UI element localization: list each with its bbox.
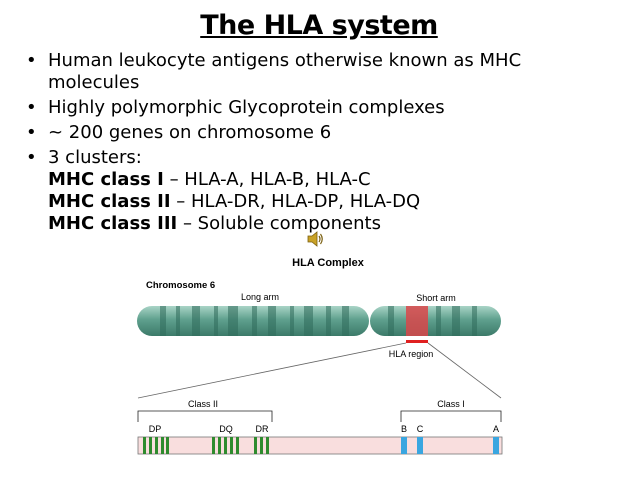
chromosome-short-arm (370, 306, 501, 336)
cluster-genes: – HLA-DR, HLA-DP, HLA-DQ (170, 191, 421, 212)
gene-label-b: B (401, 424, 407, 434)
gene-track (137, 436, 503, 455)
gene-label-dq: DQ (219, 424, 233, 434)
cluster-line: MHC class III – Soluble components (48, 213, 616, 235)
bullet-dot-icon: • (26, 147, 37, 168)
hla-band (406, 306, 428, 336)
slide-title: The HLA system (200, 10, 438, 41)
class-ii-genes (143, 437, 269, 454)
class-ii-bracket (137, 410, 273, 422)
cluster-label: MHC class III (48, 213, 178, 234)
cluster-label: MHC class II (48, 191, 171, 212)
zoom-line-right (427, 342, 502, 399)
cluster-genes: – Soluble components (177, 213, 381, 234)
class-i-label: Class I (437, 399, 465, 409)
hla-region-label: HLA region (389, 349, 434, 359)
bullet-text: 3 clusters: (48, 147, 142, 168)
bullet-dot-icon: • (26, 122, 37, 143)
cluster-line: MHC class I – HLA-A, HLA-B, HLA-C (48, 169, 616, 191)
bullet-dot-icon: • (26, 97, 37, 118)
class-i-bracket (400, 410, 502, 422)
bullet-dot-icon: • (26, 50, 37, 71)
bullet-list: • Human leukocyte antigens otherwise kno… (26, 50, 616, 238)
gene-label-dr: DR (256, 424, 269, 434)
bullet-item: • Highly polymorphic Glycoprotein comple… (26, 97, 616, 119)
chromosome-long-arm (137, 306, 369, 336)
cluster-label: MHC class I (48, 169, 164, 190)
cluster-line: MHC class II – HLA-DR, HLA-DP, HLA-DQ (48, 191, 616, 213)
chromosome-label: Chromosome 6 (146, 280, 215, 291)
bullet-item: • Human leukocyte antigens otherwise kno… (26, 50, 616, 94)
zoom-line-left (137, 342, 407, 399)
hla-region-marker (406, 340, 428, 343)
bullet-text: ~ 200 genes on chromosome 6 (48, 122, 332, 143)
bullet-item: • 3 clusters: MHC class I – HLA-A, HLA-B… (26, 147, 616, 235)
figure-title: HLA Complex (292, 257, 365, 269)
gene-label-a: A (493, 424, 499, 434)
long-arm-label: Long arm (241, 292, 279, 302)
bullet-text: Highly polymorphic Glycoprotein complexe… (48, 97, 445, 118)
class-i-genes (401, 437, 499, 454)
gene-label-c: C (417, 424, 424, 434)
cluster-genes: – HLA-A, HLA-B, HLA-C (163, 169, 371, 190)
class-ii-label: Class II (188, 399, 218, 409)
short-arm-label: Short arm (416, 293, 456, 303)
bullet-item: • ~ 200 genes on chromosome 6 (26, 122, 616, 144)
gene-label-dp: DP (149, 424, 162, 434)
speaker-icon[interactable] (306, 230, 324, 248)
bullet-text: Human leukocyte antigens otherwise known… (48, 50, 522, 93)
